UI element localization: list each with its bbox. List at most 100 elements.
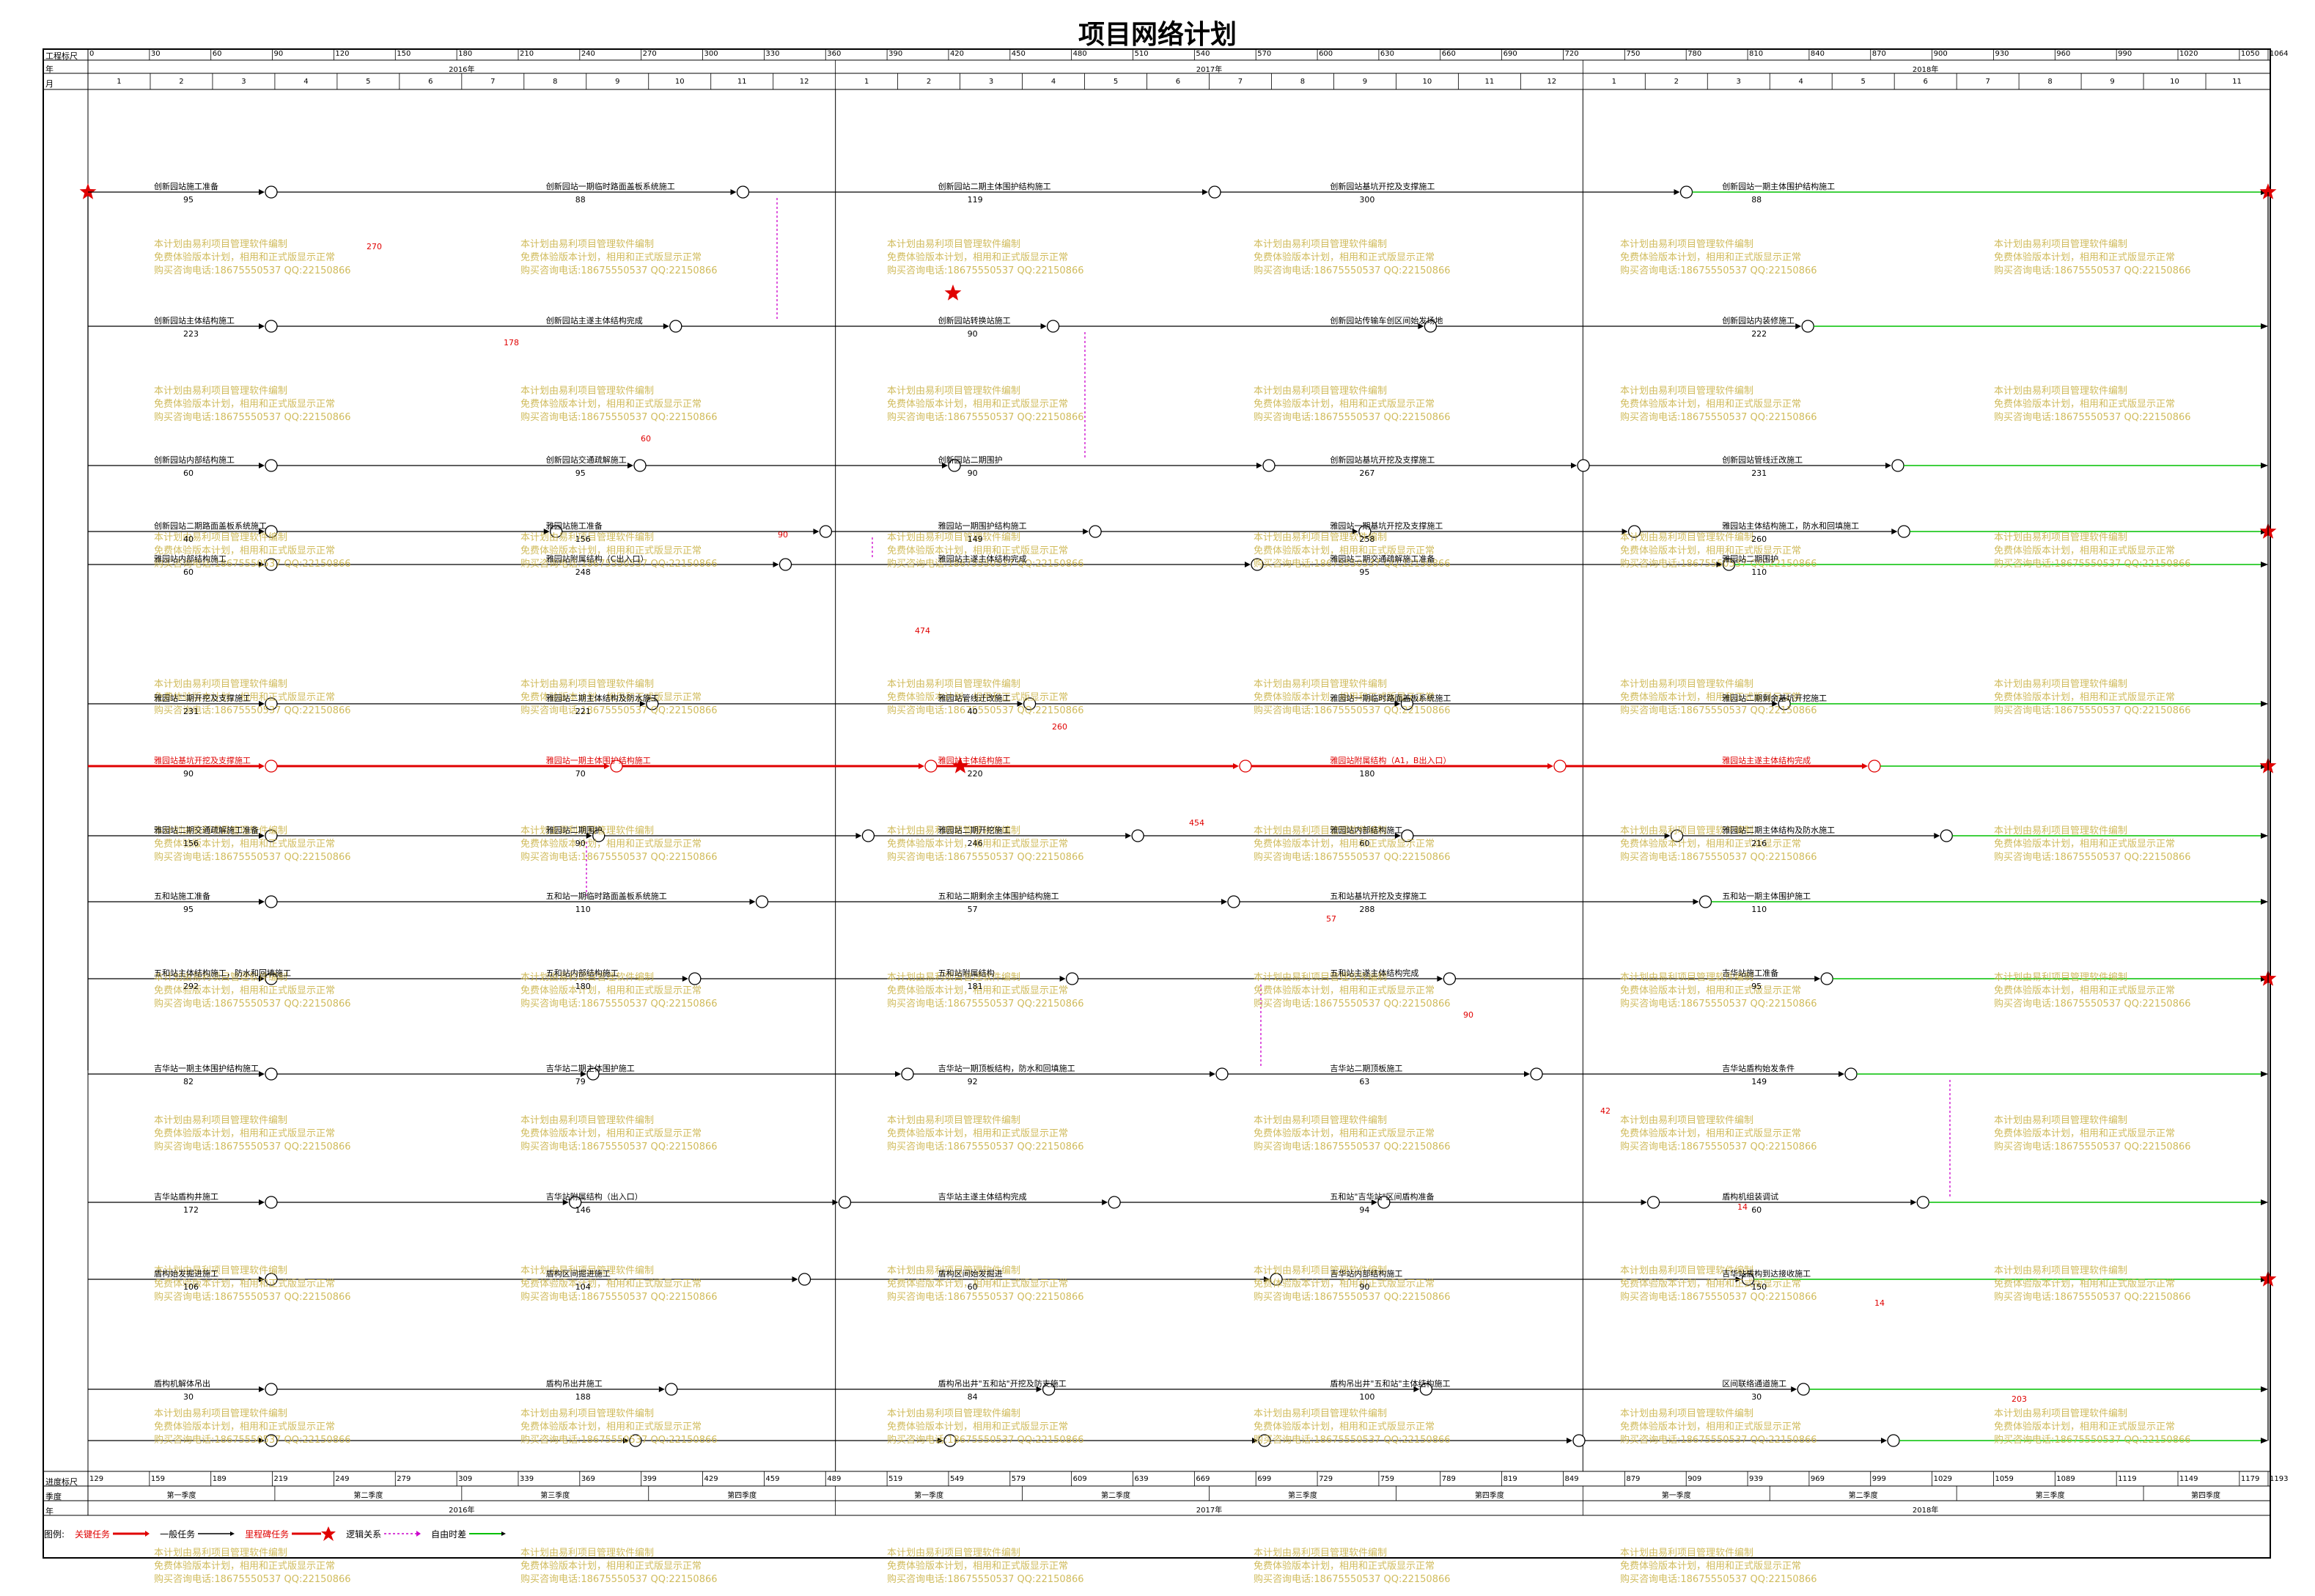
milestone-star-icon: [292, 1526, 336, 1541]
task-label: 雅园站主遂主体结构完成: [938, 554, 1027, 564]
quarter-label: 第一季度: [166, 1492, 196, 1500]
network-node: [1530, 1067, 1543, 1081]
task-duration: 95: [1751, 982, 1762, 991]
network-node: [1270, 1273, 1283, 1286]
arrow-head: [938, 1438, 943, 1444]
logic-arrow-icon: [384, 1531, 422, 1537]
progress-tick-label: 399: [642, 1475, 657, 1483]
progress-tick-label: 729: [1319, 1475, 1333, 1483]
arrow-head: [1210, 1071, 1215, 1077]
network-node: [265, 697, 278, 710]
network-node: [688, 972, 702, 985]
task-duration: 90: [967, 468, 978, 478]
month-label: 1: [117, 78, 122, 86]
task-label: 雅园站主体结构施工: [938, 756, 1011, 765]
milestone-star: [2259, 183, 2277, 199]
scale-tick-label: 210: [519, 50, 534, 58]
arrow-head: [1641, 1199, 1647, 1205]
arrow-head: [259, 323, 265, 329]
arrow-head: [1881, 1438, 1887, 1444]
task-duration: 88: [1751, 195, 1762, 205]
legend-critical-label: 关键任务: [75, 1529, 111, 1540]
scale-tick-label: 180: [458, 50, 473, 58]
arrow-head: [581, 1071, 586, 1077]
network-node: [265, 459, 278, 472]
network-node: [819, 525, 833, 538]
arrow-head: [730, 189, 737, 195]
month-label: 11: [1484, 78, 1495, 86]
task-duration: 40: [967, 707, 978, 716]
milestone-star: [952, 757, 969, 773]
footer-quarter-label: 季度: [45, 1492, 62, 1501]
month-label: 7: [490, 78, 496, 86]
arrow-head: [562, 1199, 569, 1205]
task-label: 雅园站二期主体结构及防水施工: [545, 694, 659, 703]
network-node: [1679, 185, 1693, 199]
scale-tick-label: 390: [888, 50, 903, 58]
arrow-head: [259, 763, 265, 769]
task-duration: 90: [1359, 1282, 1370, 1292]
month-label: 6: [428, 78, 433, 86]
year-label: 2017年: [1196, 66, 1223, 74]
network-node: [629, 1434, 642, 1447]
task-duration: 149: [1751, 1077, 1767, 1086]
task-label: 雅园站施工准备: [545, 521, 603, 531]
month-label: 6: [1923, 78, 1928, 86]
network-node: [1868, 760, 1881, 773]
legend-title: 图例:: [44, 1529, 65, 1540]
task-duration: 220: [967, 769, 983, 779]
task-label: 吉华站内部结构施工: [1330, 1269, 1403, 1279]
arrow-head: [1394, 833, 1401, 839]
task-label: 吉华站盾构井施工: [154, 1192, 218, 1202]
task-label: 吉华站二期主体围护施工: [545, 1064, 635, 1073]
network-node: [779, 558, 792, 571]
arrow-head: [1772, 701, 1778, 707]
month-label: 2: [179, 78, 184, 86]
milestone-star: [944, 284, 962, 301]
arrow-head: [792, 1276, 798, 1282]
task-label: 盾构吊出井"五和站"主体结构施工: [1330, 1379, 1451, 1389]
scale-tick-label: 150: [397, 50, 411, 58]
scale-tick-label: 960: [2056, 50, 2071, 58]
scale-tick-label: 270: [642, 50, 657, 58]
arrow-head: [259, 701, 265, 707]
task-label: 雅园站二期开挖施工: [938, 825, 1011, 835]
task-label: 吉华站附属结构（出入口）: [545, 1192, 643, 1202]
task-duration: 180: [575, 982, 591, 991]
task-label: 创新园站转换站施工: [938, 316, 1011, 326]
arrow-head: [1885, 463, 1891, 468]
arrow-head: [1862, 763, 1868, 769]
scale-tick-label: 1020: [2179, 50, 2198, 58]
task-label: 雅园站二期围护: [545, 825, 603, 835]
arrow-head: [1017, 701, 1023, 707]
month-label: 11: [737, 78, 747, 86]
month-label: 4: [1798, 78, 1803, 86]
month-label: 3: [988, 78, 994, 86]
arrow-head: [2261, 701, 2268, 707]
progress-tick-label: 549: [949, 1475, 965, 1483]
header-year-label: 年: [45, 65, 54, 74]
network-node: [265, 558, 278, 571]
task-duration: 246: [967, 839, 983, 848]
network-node: [943, 1434, 957, 1447]
task-label: 雅园站二期主体结构及防水施工: [1722, 825, 1836, 835]
scale-tick-label: 360: [827, 50, 842, 58]
network-node: [1844, 1067, 1858, 1081]
quarter-label: 第三季度: [540, 1492, 570, 1500]
task-duration: 248: [575, 567, 591, 577]
scale-tick-label: 900: [1933, 50, 1948, 58]
task-label: 创新园站传输车创区间始发场地: [1330, 316, 1443, 326]
task-label: 五和站一期临时路面盖板系统施工: [545, 891, 667, 901]
task-label: 盾构机组装调试: [1722, 1192, 1779, 1202]
month-label: 8: [2047, 78, 2053, 86]
header-month-label: 月: [45, 79, 54, 89]
task-label: 盾构始发掘进施工: [154, 1269, 218, 1279]
network-node: [1627, 525, 1641, 538]
arrow-head: [2261, 833, 2268, 839]
legend-milestone-label: 里程碑任务: [245, 1529, 290, 1540]
network-node: [669, 320, 682, 333]
task-label: 创新园站一期临时路面盖板系统施工: [545, 182, 675, 191]
quarter-label: 第四季度: [727, 1492, 757, 1500]
legend-normal: 一般任务: [160, 1528, 235, 1540]
arrow-head: [1264, 1276, 1270, 1282]
